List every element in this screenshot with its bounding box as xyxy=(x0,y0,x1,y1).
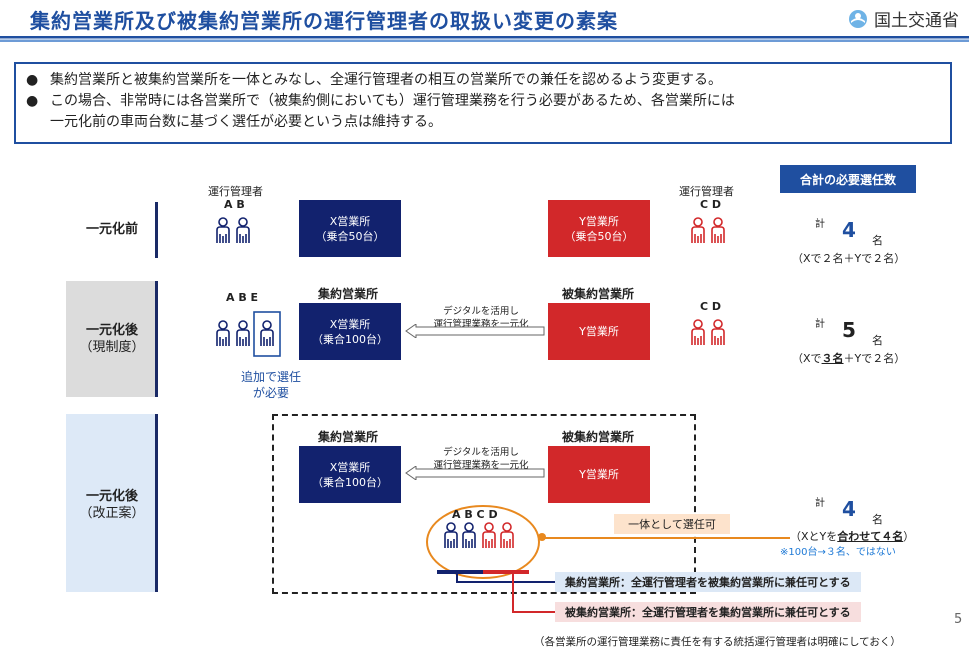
additional-note: 追加で選任が必要 xyxy=(240,370,301,400)
intro-bullet-1: ●集約営業所と被集約営業所を一体とみなし、全運行管理者の相互の営業所での兼任を認… xyxy=(26,70,940,91)
y-office-before: Y営業所（乗合50台） xyxy=(548,200,650,257)
total-proposal: 4 xyxy=(842,497,856,521)
title-rule xyxy=(0,36,969,42)
ministry-logo: 国土交通省 xyxy=(848,6,959,31)
kei-label: 計 xyxy=(815,219,825,230)
sub-office-label: 被集約営業所 xyxy=(562,287,635,301)
footer-note: （各営業所の運行管理業務に責任を有する統括運行管理者は明確にしておく） xyxy=(534,636,901,648)
proposal-dashed-frame xyxy=(272,414,696,594)
person-group-icon xyxy=(691,319,725,346)
ministry-emblem-icon xyxy=(849,9,867,28)
unified-tag: 一体として選任可 xyxy=(614,514,730,534)
mei-label: 名 xyxy=(872,513,883,526)
row-divider xyxy=(155,414,158,592)
sub-office-label: 被集約営業所 xyxy=(562,430,635,444)
x-office-current: X営業所（乗合100台） xyxy=(299,303,401,360)
row-label-proposal: 一元化後（改正案） xyxy=(79,489,145,521)
y-office-current: Y営業所 xyxy=(548,303,650,360)
note-central: 集約営業所：全運行管理者を被集約営業所に兼任可とする xyxy=(555,572,861,592)
intro-bullet-2: ●この場合、非常時には各営業所で（被集約側においても）運行管理業務を行う必要があ… xyxy=(26,91,940,112)
page-title: 集約営業所及び被集約営業所の運行管理者の取扱い変更の素案 xyxy=(30,9,618,33)
total-current: 5 xyxy=(842,318,856,342)
row-divider xyxy=(155,202,158,258)
digital-note-current: デジタルを活用し運行管理業務を一元化 xyxy=(433,306,529,330)
note-sub: 被集約営業所：全運行管理者を集約営業所に兼任可とする xyxy=(555,602,861,622)
proposal-note: ※100台→３名、ではない xyxy=(780,547,896,558)
managers-abe: A B E xyxy=(226,291,259,304)
mei-label: 名 xyxy=(872,234,883,247)
total-before: 4 xyxy=(842,218,856,242)
intro-bullet-2-cont: 一元化前の車両台数に基づく選任が必要という点は維持する。 xyxy=(50,114,442,130)
central-office-label: 集約営業所 xyxy=(318,287,379,301)
bullet-icon: ● xyxy=(26,93,39,109)
managers-ab: A B xyxy=(224,198,245,211)
digital-note-proposal: デジタルを活用し運行管理業務を一元化 xyxy=(433,447,529,471)
row-label-current: 一元化後（現制度） xyxy=(79,323,145,355)
kei-label: 計 xyxy=(815,498,825,509)
total-current-detail: （Xで３名＋Yで２名） xyxy=(792,352,906,365)
connector-orange xyxy=(541,537,790,539)
unified-managers-icon xyxy=(426,505,540,579)
connector-dot xyxy=(538,533,546,541)
x-office-before: X営業所（乗合50台） xyxy=(299,200,401,257)
person-group-icon xyxy=(691,217,725,244)
managers-cd: C D xyxy=(700,300,722,313)
managers-abcd: A B C D xyxy=(452,508,498,521)
managers-cd: C D xyxy=(700,198,722,211)
total-before-detail: （Xで２名＋Yで２名） xyxy=(792,252,906,265)
connector-lines xyxy=(456,572,555,613)
arrow-left-icon xyxy=(405,466,545,480)
central-office-label: 集約営業所 xyxy=(318,430,379,444)
mei-label: 名 xyxy=(872,334,883,347)
row-divider xyxy=(155,281,158,397)
arrow-left-icon xyxy=(405,324,545,338)
y-office-proposal: Y営業所 xyxy=(548,446,650,503)
person-group-icon xyxy=(216,311,281,357)
managers-label-yb: 運行管理者 xyxy=(679,185,734,198)
page-number: 5 xyxy=(954,612,963,627)
row-label-before: 一元化前 xyxy=(85,222,138,237)
managers-label-xb: 運行管理者 xyxy=(208,185,263,198)
person-group-icon xyxy=(216,217,250,244)
kei-label: 計 xyxy=(815,319,825,330)
row-current-bg xyxy=(66,281,158,397)
totals-header: 合計の必要選任数 xyxy=(780,165,916,193)
bullet-icon: ● xyxy=(26,72,39,88)
row-proposal-bg xyxy=(66,414,158,592)
x-office-proposal: X営業所（乗合100台） xyxy=(299,446,401,503)
ministry-name: 国土交通省 xyxy=(874,11,959,31)
intro-box: ●集約営業所と被集約営業所を一体とみなし、全運行管理者の相互の営業所での兼任を認… xyxy=(14,62,952,144)
total-proposal-detail: （XとYを合わせて４名） xyxy=(790,530,915,543)
